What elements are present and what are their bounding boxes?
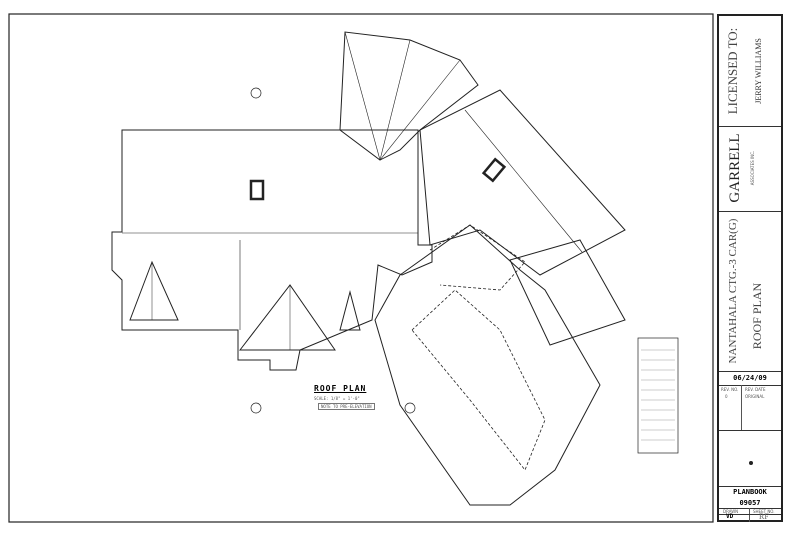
right-wing bbox=[419, 89, 626, 276]
drawn-label: DRAWN bbox=[723, 509, 739, 514]
sheet-title: ROOF PLAN bbox=[750, 282, 764, 350]
rev-date: ORIGINAL bbox=[745, 394, 765, 399]
sheet-no: RF bbox=[759, 512, 769, 521]
rev-no: 0 bbox=[725, 394, 728, 399]
plan-number: 09057 bbox=[739, 499, 761, 507]
drawing-note: NOTE TO PRE-ELEVATION bbox=[318, 403, 375, 410]
planbook-label: PLANBOOK bbox=[733, 488, 767, 496]
drawing-scale: SCALE: 1/8" = 1'-0" bbox=[314, 396, 360, 401]
bullet bbox=[749, 461, 753, 465]
brand-logo: GARRELL bbox=[727, 133, 743, 203]
drawn-by: VD bbox=[726, 513, 734, 520]
right-gable bbox=[509, 239, 626, 346]
drawing-title: ROOF PLAN bbox=[314, 384, 367, 393]
sheet-no-label: SHEET NO. bbox=[753, 509, 775, 514]
rev-date-header: REV. DATE bbox=[745, 387, 766, 392]
licensed-to-label: LICENSED TO: bbox=[725, 27, 740, 115]
main-roof bbox=[111, 129, 433, 371]
title-block: LICENSED TO: JERRY WILLIAMS GARRELL ASSO… bbox=[717, 14, 783, 522]
sheet-border bbox=[8, 13, 714, 523]
gable-2 bbox=[238, 284, 336, 351]
lower-wing bbox=[374, 224, 601, 506]
project-name: NANTAHALA CTG.-3 CAR(G) bbox=[727, 218, 739, 364]
brand-sub: ASSOCIATES INC. bbox=[750, 150, 755, 186]
dormer bbox=[339, 290, 361, 331]
gable-1 bbox=[129, 260, 179, 321]
rev-no-header: REV. NO. bbox=[721, 387, 739, 392]
date: 06/24/09 bbox=[733, 374, 767, 382]
licensee: JERRY WILLIAMS bbox=[754, 38, 763, 104]
upper-wing bbox=[339, 31, 479, 161]
